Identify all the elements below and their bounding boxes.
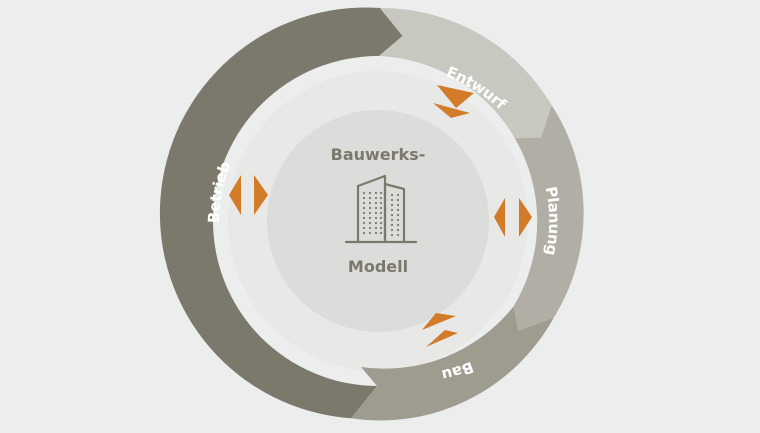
phase-segment-entwurf bbox=[379, 7, 552, 139]
building-window bbox=[390, 223, 394, 227]
building-window bbox=[362, 191, 366, 195]
building-window bbox=[390, 233, 394, 237]
building-window bbox=[368, 216, 372, 220]
building-window bbox=[362, 216, 366, 220]
building-window bbox=[390, 203, 394, 207]
exchange-arrows-planung bbox=[494, 198, 532, 237]
building-window bbox=[379, 206, 383, 210]
center-title-top: Bauwerks- bbox=[331, 145, 426, 164]
building-window bbox=[374, 206, 378, 210]
building-window bbox=[390, 213, 394, 217]
building-window bbox=[396, 198, 400, 202]
building-window bbox=[396, 223, 400, 227]
building-window bbox=[396, 218, 400, 222]
phase-segment-bau bbox=[351, 306, 554, 421]
building-window bbox=[374, 196, 378, 200]
exchange-arrows-entwurf bbox=[433, 85, 474, 118]
exchange-arrows-bau bbox=[422, 313, 458, 347]
building-window bbox=[396, 228, 400, 232]
building-window bbox=[390, 198, 394, 202]
exchange-arrows-betrieb bbox=[229, 175, 268, 215]
building-window bbox=[390, 228, 394, 232]
building-window bbox=[379, 211, 383, 215]
building-window bbox=[379, 196, 383, 200]
building-window bbox=[390, 218, 394, 222]
building-window bbox=[396, 213, 400, 217]
building-window bbox=[379, 221, 383, 225]
building-window bbox=[374, 221, 378, 225]
building-window bbox=[396, 203, 400, 207]
building-window bbox=[368, 201, 372, 205]
building-window bbox=[368, 226, 372, 230]
center-disc bbox=[267, 110, 489, 332]
building-window bbox=[390, 193, 394, 197]
building-window bbox=[368, 196, 372, 200]
building-window bbox=[368, 211, 372, 215]
building-window bbox=[396, 208, 400, 212]
building-window bbox=[374, 201, 378, 205]
building-window bbox=[396, 193, 400, 197]
building-window bbox=[362, 231, 366, 235]
building-window bbox=[368, 231, 372, 235]
building-window bbox=[379, 216, 383, 220]
building-icon bbox=[344, 174, 418, 244]
building-window bbox=[362, 226, 366, 230]
building-window bbox=[368, 221, 372, 225]
phase-segment-planung bbox=[513, 105, 584, 331]
building-window bbox=[379, 201, 383, 205]
building-window bbox=[379, 191, 383, 195]
building-window bbox=[396, 233, 400, 237]
center-title-bottom: Modell bbox=[348, 257, 408, 276]
building-window bbox=[374, 191, 378, 195]
building-window bbox=[362, 221, 366, 225]
building-window bbox=[362, 211, 366, 215]
building-window bbox=[368, 206, 372, 210]
phase-segment-betrieb bbox=[159, 7, 403, 419]
building-window bbox=[368, 191, 372, 195]
building-window bbox=[390, 208, 394, 212]
phase-label-planung: Planung bbox=[542, 185, 563, 257]
building-window bbox=[374, 216, 378, 220]
exchange-arrows-icon bbox=[229, 85, 532, 347]
building-window bbox=[379, 231, 383, 235]
building-window bbox=[379, 226, 383, 230]
building-window bbox=[362, 196, 366, 200]
building-window bbox=[374, 226, 378, 230]
building-window bbox=[362, 206, 366, 210]
building-window bbox=[362, 201, 366, 205]
building-window bbox=[374, 211, 378, 215]
building-window bbox=[374, 231, 378, 235]
